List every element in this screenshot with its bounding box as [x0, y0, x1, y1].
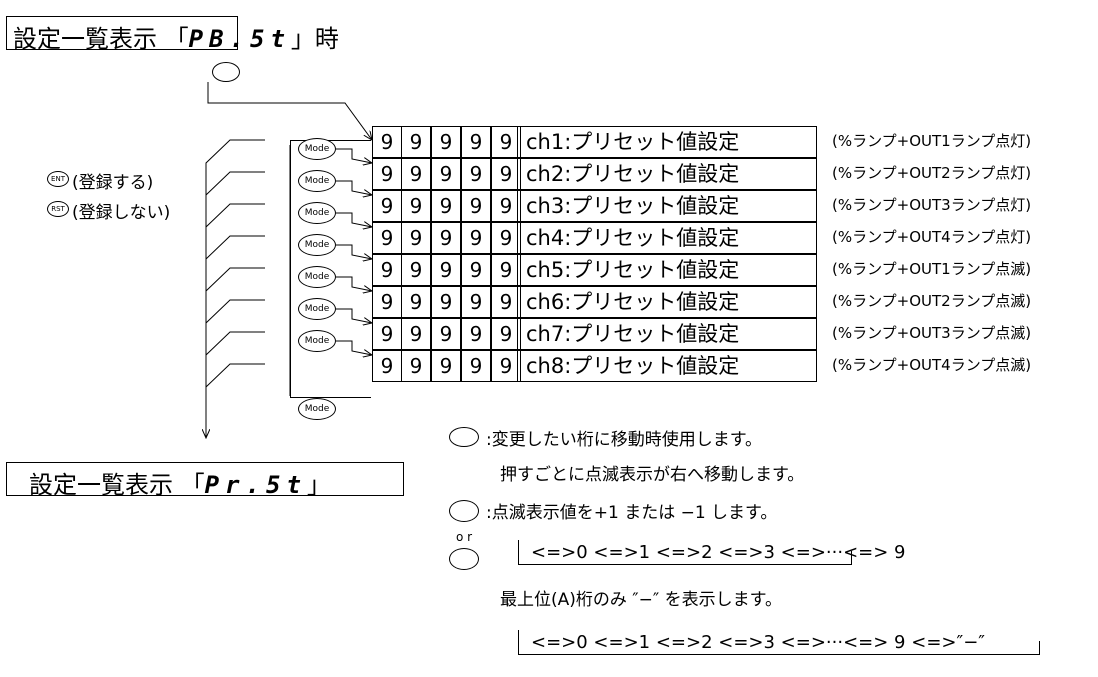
digit-cell: 9 [461, 254, 491, 286]
top-header-box: 設定一覧表示 「PB.5t」時 [6, 16, 339, 53]
row-label: ch8:プリセット値設定 [517, 350, 817, 382]
sequence-2-text: <=>0 <=>1 <=>2 <=>3 <=>···<=> 9 <=>″−″ [531, 632, 986, 653]
digit-cell: 9 [461, 158, 491, 190]
digit-cell: 9 [401, 126, 431, 158]
row-label: ch6:プリセット値設定 [517, 286, 817, 318]
down-button-icon [449, 548, 479, 570]
digit-cell: 9 [372, 158, 402, 190]
top-header-prefix: 設定一覧表示 「 [13, 25, 189, 53]
ent-description: (登録する) [72, 173, 154, 193]
digit-cell: 9 [491, 190, 521, 222]
bottom-header-code: Pr.5t [204, 471, 307, 499]
row-note: (%ランプ+OUT1ランプ点灯) [832, 132, 1032, 150]
digit-cell: 9 [372, 190, 402, 222]
digit-cell: 9 [461, 286, 491, 318]
digit-cell: 9 [491, 286, 521, 318]
row-note: (%ランプ+OUT3ランプ点灯) [832, 196, 1032, 214]
digit-cell: 9 [461, 318, 491, 350]
digit-cell: 9 [491, 126, 521, 158]
digit-cell: 9 [431, 222, 461, 254]
digit-cell: 9 [491, 350, 521, 382]
sequence-1: <=>0 <=>1 <=>2 <=>3 <=>···<=> 9 [518, 540, 906, 565]
digit-cell: 9 [431, 126, 461, 158]
or-text: o r [456, 530, 473, 544]
mode-button[interactable]: Mode [298, 266, 336, 288]
shift-button-top[interactable] [212, 62, 240, 82]
digit-cell: 9 [372, 222, 402, 254]
digit-cell: 9 [431, 318, 461, 350]
digit-cell: 9 [431, 350, 461, 382]
digit-cell: 9 [431, 286, 461, 318]
up-button-icon [449, 500, 479, 522]
digit-cell: 9 [431, 190, 461, 222]
digit-cell: 9 [461, 126, 491, 158]
mode-button[interactable]: Mode [298, 202, 336, 224]
top-header-code: PB.5t [188, 25, 291, 53]
bottom-header-prefix: 設定一覧表示 「 [29, 471, 205, 499]
digit-cell: 9 [401, 350, 431, 382]
updown-text: :点滅表示値を+1 または −1 します。 [486, 503, 778, 523]
row-note: (%ランプ+OUT3ランプ点滅) [832, 324, 1032, 342]
row-note: (%ランプ+OUT2ランプ点灯) [832, 164, 1032, 182]
shift-line-1: :変更したい桁に移動時使用します。 [486, 430, 763, 450]
row-label: ch4:プリセット値設定 [517, 222, 817, 254]
row-note: (%ランプ+OUT4ランプ点灯) [832, 228, 1032, 246]
sequence-1-text: <=>0 <=>1 <=>2 <=>3 <=>···<=> 9 [531, 542, 906, 563]
digit-cell: 9 [372, 254, 402, 286]
ent-button[interactable]: ENT [47, 171, 69, 187]
mode-button[interactable]: Mode [298, 170, 336, 192]
rst-button[interactable]: RST [47, 201, 69, 217]
digit-cell: 9 [461, 222, 491, 254]
rst-description: (登録しない) [72, 203, 171, 223]
digit-cell: 9 [401, 222, 431, 254]
digit-cell: 9 [401, 190, 431, 222]
digit-cell: 9 [491, 318, 521, 350]
digit-cell: 9 [461, 350, 491, 382]
row-label: ch3:プリセット値設定 [517, 190, 817, 222]
digit-cell: 9 [372, 126, 402, 158]
digit-cell: 9 [401, 158, 431, 190]
row-note: (%ランプ+OUT4ランプ点滅) [832, 356, 1032, 374]
bottom-header-box: 設定一覧表示 「Pr.5t」 [6, 462, 404, 499]
top-digit-text: 最上位(A)桁のみ ″−″ を表示します。 [500, 590, 782, 610]
row-label: ch5:プリセット値設定 [517, 254, 817, 286]
mode-button-bottom[interactable]: Mode [298, 398, 336, 420]
digit-cell: 9 [401, 286, 431, 318]
digit-cell: 9 [491, 158, 521, 190]
digit-cell: 9 [372, 318, 402, 350]
digit-cell: 9 [461, 190, 491, 222]
digit-cell: 9 [431, 254, 461, 286]
row-label: ch7:プリセット値設定 [517, 318, 817, 350]
digit-cell: 9 [372, 286, 402, 318]
digit-cell: 9 [491, 222, 521, 254]
mode-button[interactable]: Mode [298, 298, 336, 320]
digit-cell: 9 [401, 254, 431, 286]
shift-line-2: 押すごとに点滅表示が右へ移動します。 [500, 465, 805, 485]
mode-button[interactable]: Mode [298, 138, 336, 160]
mode-button[interactable]: Mode [298, 234, 336, 256]
sequence-2: <=>0 <=>1 <=>2 <=>3 <=>···<=> 9 <=>″−″ [518, 630, 1040, 655]
top-header-suffix: 」時 [290, 25, 339, 53]
row-label: ch1:プリセット値設定 [517, 126, 817, 158]
bottom-header-suffix: 」 [306, 471, 331, 499]
digit-cell: 9 [491, 254, 521, 286]
row-note: (%ランプ+OUT2ランプ点滅) [832, 292, 1032, 310]
digit-cell: 9 [431, 158, 461, 190]
row-note: (%ランプ+OUT1ランプ点滅) [832, 260, 1032, 278]
shift-button-icon [449, 427, 479, 447]
digit-cell: 9 [401, 318, 431, 350]
row-label: ch2:プリセット値設定 [517, 158, 817, 190]
mode-button[interactable]: Mode [298, 330, 336, 352]
digit-cell: 9 [372, 350, 402, 382]
